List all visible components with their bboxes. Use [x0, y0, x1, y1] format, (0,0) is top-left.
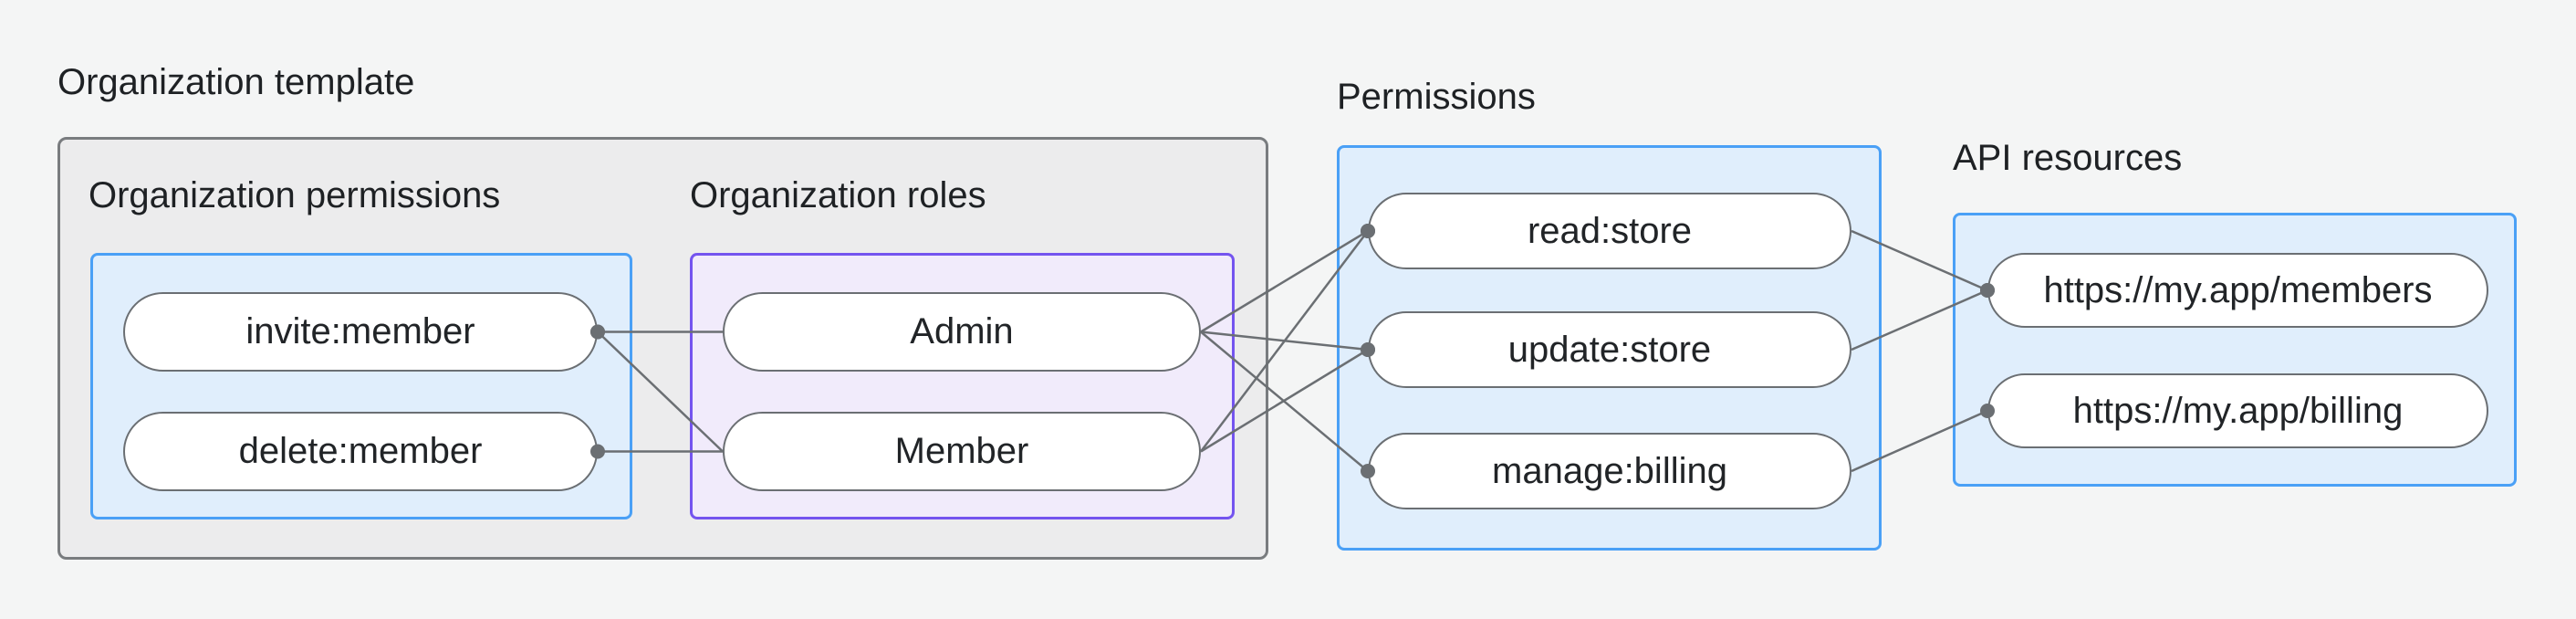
pill-manage-billing: manage:billing [1368, 433, 1851, 509]
pill-api-billing-url: https://my.app/billing [1987, 373, 2488, 448]
organization-permissions-label: Organization permissions [89, 175, 501, 215]
pill-member-role: Member [723, 412, 1201, 491]
pill-api-members-url: https://my.app/members [1987, 253, 2488, 328]
pill-update-store: update:store [1368, 311, 1851, 388]
organization-template-title: Organization template [57, 62, 415, 102]
pill-admin-role: Admin [723, 292, 1201, 372]
permissions-label: Permissions [1337, 77, 1536, 117]
pill-delete-member: delete:member [123, 412, 598, 491]
api-resources-label: API resources [1953, 138, 2183, 178]
pill-invite-member: invite:member [123, 292, 598, 372]
organization-roles-label: Organization roles [690, 175, 986, 215]
pill-read-store: read:store [1368, 193, 1851, 269]
